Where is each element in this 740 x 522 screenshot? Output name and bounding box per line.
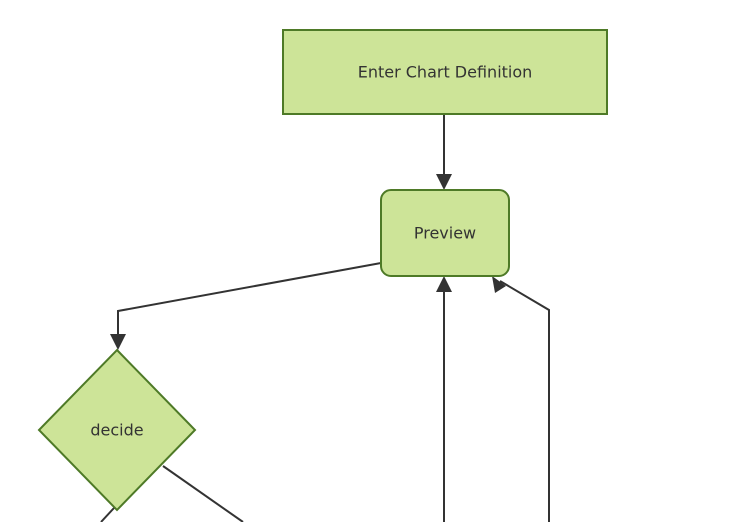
node-preview-shape[interactable] [380, 189, 510, 277]
edge-decide-bottom-right-line [162, 465, 244, 522]
edge-layer [100, 114, 550, 522]
arrow-head-icon [110, 334, 126, 350]
node-decide-shape[interactable] [37, 348, 197, 512]
edge-enter-to-preview [436, 114, 452, 190]
node-preview-label: Preview [414, 224, 476, 243]
edge-bottom-right-to-preview [492, 276, 550, 522]
edge-decide-bottom-right [162, 465, 244, 522]
node-decide[interactable]: decide [37, 348, 197, 512]
arrow-head-icon [436, 276, 452, 292]
node-enter-chart-definition-shape[interactable] [282, 29, 608, 115]
node-enter-chart-definition-label: Enter Chart Definition [358, 63, 533, 82]
node-decide-label: decide [90, 421, 143, 440]
node-enter-chart-definition[interactable]: Enter Chart Definition [282, 29, 608, 115]
node-layer: Enter Chart Definition Preview decide [37, 29, 608, 512]
node-preview[interactable]: Preview [380, 189, 510, 277]
edge-preview-to-decide-line [117, 262, 382, 342]
edge-bottom-center-to-preview [436, 276, 452, 522]
edge-bottom-right-to-preview-line [499, 280, 550, 522]
edge-preview-to-decide [110, 262, 382, 350]
arrow-head-icon [492, 276, 506, 293]
edge-decide-bottom-left-line [100, 507, 115, 522]
edge-decide-bottom-left [100, 507, 115, 522]
arrow-head-icon [436, 174, 452, 190]
